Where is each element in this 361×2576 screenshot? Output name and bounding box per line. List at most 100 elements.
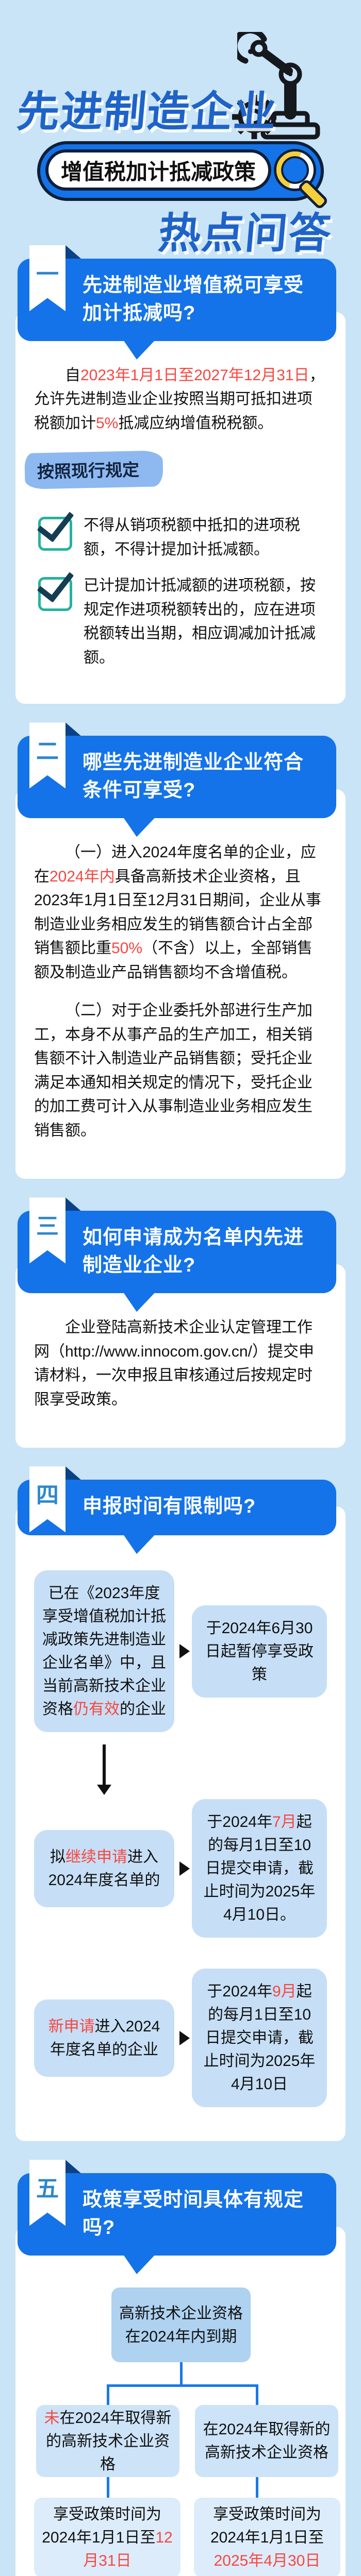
page-title: 先进制造企业: [15, 89, 280, 135]
section-3: 三 如何申请成为名单内先进制造业企业? 企业登陆高新技术企业认定管理工作网（ht…: [0, 1197, 361, 1448]
text-run: 进入2024年度名单的企业: [50, 2018, 160, 2058]
section-3-title: 如何申请成为名单内先进制造业企业?: [83, 1227, 304, 1277]
connector-line: [107, 2477, 109, 2498]
highlight: 50%: [111, 940, 143, 957]
highlight-rate: 5%: [96, 414, 119, 432]
text-run: 的企业: [120, 1701, 166, 1718]
text-run: 进入2024年度名单的: [48, 1848, 160, 1889]
check-icon: [38, 577, 72, 612]
flow-box: 于2024年7月起的每月1日至10日提交申请，截止时间为2025年4月10日。: [192, 1799, 327, 1938]
highlight-dates: 2023年1月1日至2027年12月31日: [80, 366, 309, 384]
tree-box: 未在2024年取得新的高新技术企业资格: [36, 2405, 179, 2478]
connector-line: [107, 2384, 258, 2387]
page-subtitle: 热点问答: [156, 210, 334, 257]
search-input[interactable]: 增值税加计抵减政策: [45, 149, 271, 191]
highlight: 12月31日: [83, 2529, 173, 2570]
innocom-link[interactable]: http://www.innocom.gov.cn/: [65, 1343, 252, 1360]
section-1-header: 一 先进制造业增值税可享受加计抵减吗?: [18, 245, 336, 360]
highlight: 7月: [272, 1814, 297, 1831]
flow-box: 新申请进入2024年度名单的企业: [34, 1999, 174, 2077]
robot-arm-icon: [237, 32, 320, 140]
highlight: 2024年内: [50, 868, 115, 885]
connector-line: [180, 2362, 183, 2385]
connector-line: [107, 2384, 109, 2405]
paragraph: 企业登陆高新技术企业认定管理工作网（http://www.innocom.gov…: [34, 1316, 327, 1412]
section-4-number-badge: 四: [29, 1466, 65, 1533]
highlight: 新申请: [48, 2018, 95, 2035]
section-4-header: 四 申报时间有限制吗?: [18, 1466, 336, 1554]
highlight: 9月: [272, 1983, 297, 2001]
rule-tag: 按照现行规定: [24, 450, 163, 490]
flow-text: 高新技术企业资格在2024年内到期: [119, 2304, 243, 2345]
check-item: 不得从销项税额中抵扣的进项税额，不得计提加计抵减额。: [34, 503, 327, 562]
text-run: 享受政策时间为2024年1月1日至: [42, 2506, 161, 2547]
section-4: 四 申报时间有限制吗? 已在《2023年度享受增值税加计抵减政策先进制造业企业名…: [0, 1466, 361, 2142]
flow-box: 拟继续申请进入2024年度名单的: [34, 1829, 174, 1907]
text-run: 在2024年取得新的高新技术企业资格: [46, 2409, 172, 2473]
tree-box-result: 享受政策时间为2024年1月1日至12月31日: [34, 2498, 180, 2576]
section-number: 一: [36, 262, 59, 287]
text-run: （一）进入2024年度名单的企业，应在: [34, 844, 316, 885]
flow-row-1: 已在《2023年度享受增值税加计抵减政策先进制造业企业名单》中，且当前高新技术企…: [34, 1570, 327, 1733]
ribbon-fold-icon: [65, 1197, 81, 1211]
tree-box: 在2024年取得新的高新技术企业资格: [195, 2405, 338, 2478]
check-item: 已计提加计抵减额的进项税额，按规定作进项税额转出的，应在进项税额转出当期，相应调…: [34, 563, 327, 670]
paragraph: （二）对于企业委托外部进行生产加工，本身不从事产品的生产加工，相关销售额不计入制…: [34, 1002, 313, 1139]
section-4-title: 申报时间有限制吗?: [83, 1496, 256, 1518]
section-number: 二: [36, 739, 59, 765]
flow-row-2: 拟继续申请进入2024年度名单的 于2024年7月起的每月1日至10日提交申请，…: [34, 1799, 327, 1938]
section-5-header: 五 政策享受时间具体有规定吗?: [18, 2160, 336, 2275]
ribbon-fold-icon: [65, 2160, 81, 2174]
section-2-title: 哪些先进制造业企业符合条件可享受?: [83, 752, 304, 802]
connector-line: [256, 2384, 258, 2405]
highlight: 未: [44, 2409, 60, 2427]
right-arrow-icon: [179, 1644, 190, 1659]
text-run: 起的每月1日至10日提交申请，截止时间为2025年4月10日: [203, 1983, 316, 2093]
section-3-card: 企业登陆高新技术企业认定管理工作网（http://www.innocom.gov…: [15, 1264, 346, 1448]
section-5: 五 政策享受时间具体有规定吗? 高新技术企业资格在2024年内到期 未在2024…: [0, 2160, 361, 2576]
paragraph: 自2023年1月1日至2027年12月31日，允许先进制造业企业按照当期可抵扣进…: [34, 364, 327, 436]
down-arrow-icon: [97, 1744, 111, 1795]
tree-box-result: 享受政策时间为2024年1月1日至2025年4月30日: [194, 2498, 340, 2576]
gear-icon: [230, 93, 278, 144]
ribbon-fold-icon: [65, 1466, 81, 1480]
flow-box: 已在《2023年度享受增值税加计抵减政策先进制造业企业名单》中，且当前高新技术企…: [34, 1570, 174, 1733]
flow-text: 于2024年6月30日起暂停享受政策: [205, 1619, 314, 1683]
flow-box: 于2024年6月30日起暂停享受政策: [192, 1605, 327, 1698]
ribbon-fold-icon: [65, 245, 81, 259]
section-number: 三: [36, 1214, 59, 1240]
text-run: ，允许先进制造业企业按照当期可抵扣进项税额加计: [34, 366, 325, 432]
text-run: 起的每月1日至10日提交申请，截止时间为2025年4月10日。: [203, 1814, 316, 1924]
text-run: 拟: [50, 1848, 65, 1866]
highlight: 仍有效: [73, 1701, 120, 1718]
text-run: 抵减应纳增值税税额。: [118, 414, 273, 432]
text-run: 自: [65, 366, 80, 384]
section-number: 五: [36, 2176, 59, 2202]
section-2-card: （一）进入2024年度名单的企业，应在2024年内具备高新技术企业资格，且202…: [15, 789, 346, 1179]
paragraph: （一）进入2024年度名单的企业，应在2024年内具备高新技术企业资格，且202…: [34, 841, 327, 985]
section-1-number-badge: 一: [29, 245, 65, 311]
check-icon: [38, 517, 72, 551]
section-2-number-badge: 二: [29, 722, 65, 789]
section-5-card: 高新技术企业资格在2024年内到期 未在2024年取得新的高新技术企业资格 在2…: [15, 2227, 346, 2576]
right-arrow-icon: [179, 1861, 190, 1876]
section-5-number-badge: 五: [29, 2160, 65, 2226]
section-5-title: 政策享受时间具体有规定吗?: [83, 2189, 304, 2239]
section-3-header: 三 如何申请成为名单内先进制造业企业?: [18, 1197, 336, 1312]
magnifier-icon: [276, 151, 314, 189]
section-2-header: 二 哪些先进制造业企业符合条件可享受?: [18, 722, 336, 837]
flow-text: 在2024年取得新的高新技术企业资格: [203, 2421, 331, 2462]
text-run: （不含）以上，全部销售额及制造业产品销售额均不含增值税。: [34, 940, 313, 981]
text-run: ）提交申请材料，一次申报且审核通过后按规定时限享受政策。: [34, 1343, 314, 1408]
text-run: 具备高新技术企业资格，且2023年1月1日至12月31日期间，企业从事制造业业务…: [34, 868, 321, 957]
flow-row-3: 新申请进入2024年度名单的企业 于2024年9月起的每月1日至10日提交申请，…: [34, 1969, 327, 2108]
highlight: 2025年4月30日: [214, 2552, 321, 2570]
header: 先进制造企业 增值税加计抵减政策 热点问答: [0, 0, 361, 257]
check-text: 已计提加计抵减额的进项税额，按规定作进项税额转出的，应在进项税额转出当期，相应调…: [84, 577, 316, 666]
section-2: 二 哪些先进制造业企业符合条件可享受? （一）进入2024年度名单的企业，应在2…: [0, 722, 361, 1179]
check-text: 不得从销项税额中抵扣的进项税额，不得计提加计抵减额。: [84, 517, 300, 558]
connector-line: [256, 2477, 258, 2498]
text-run: 已在《2023年度享受增值税加计抵减政策先进制造业企业名单》中，且当前高新技术企…: [42, 1585, 166, 1718]
highlight: 继续申请: [65, 1848, 127, 1866]
section-1-title: 先进制造业增值税可享受加计抵减吗?: [83, 275, 304, 324]
